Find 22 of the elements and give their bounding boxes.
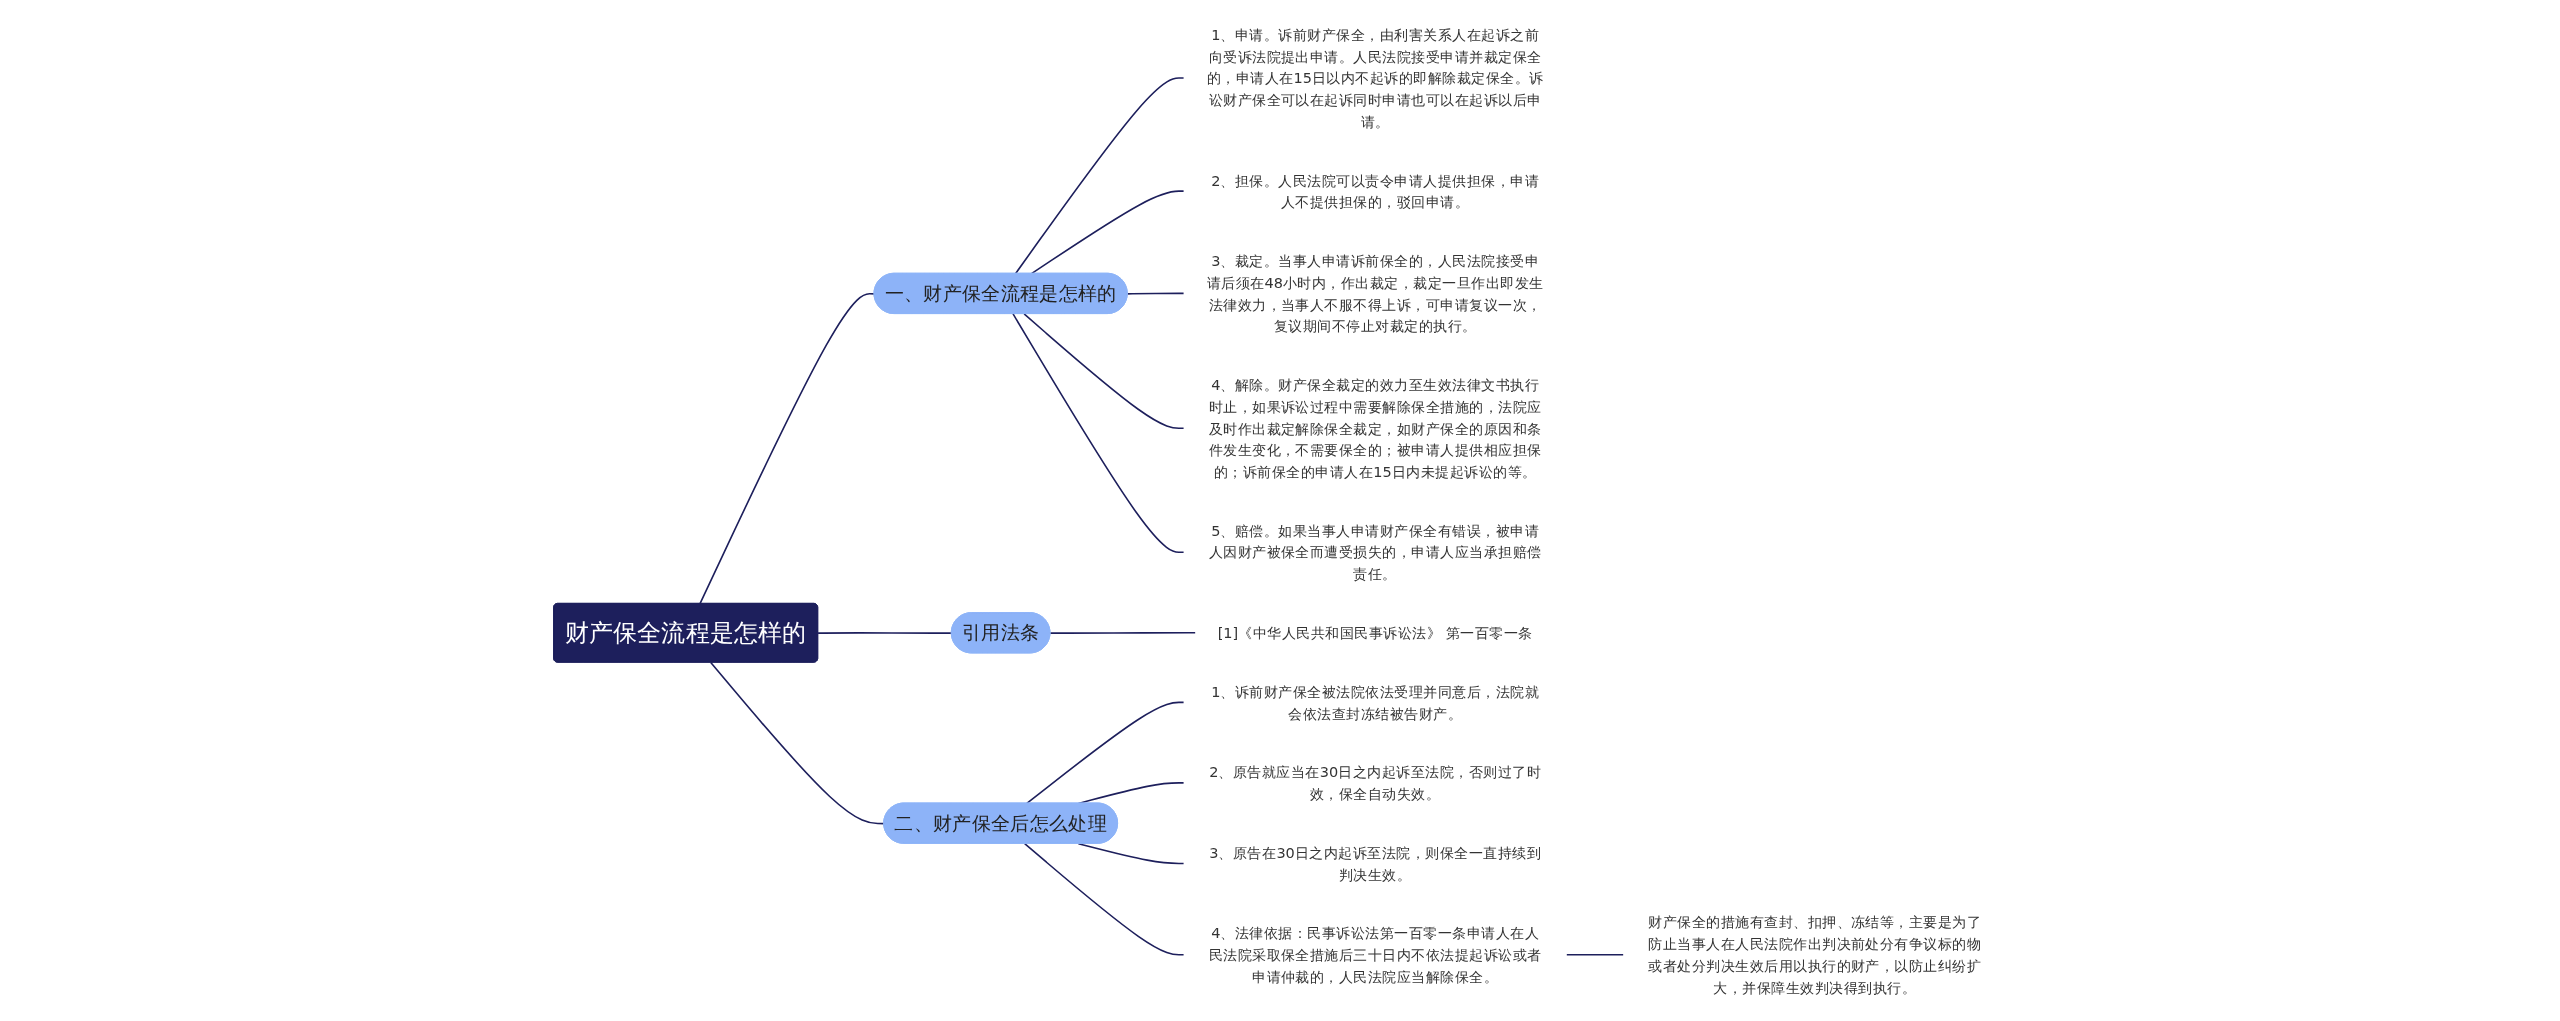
connector	[709, 661, 885, 824]
node-text: 财产保全的措施有查封、扣押、冻结等，主要是为了防止当事人在人民法院作出判决前处分有争议标的物或者处分判决生效后用以执行的财产，以防止纠纷扩大，并保障生效判决得到执行。	[1648, 913, 1982, 996]
node-text: 1、诉前财产保全被法院依法受理并同意后，法院就会依法查封冻结被告财产。	[1211, 682, 1540, 722]
connector	[1023, 842, 1185, 956]
node-text: 3、裁定。当事人申请诉前保全的，人民法院接受申请后须在48小时内，作出裁定，裁定一旦作出即发生法律效力，当事人不服不得上诉，可申请复议一次，复议期间不停止对裁定的执行。	[1206, 251, 1544, 334]
node-text: [1]《中华人民共和国民事诉讼法》 第一百零一条	[1217, 623, 1533, 641]
node-text: 2、原告就应当在30日之内起诉至法院，否则过了时效，保全自动失效。	[1209, 763, 1542, 802]
connector	[1077, 842, 1185, 864]
node-text: 3、原告在30日之内起诉至法院，则保全一直持续到判决生效。	[1209, 843, 1542, 883]
connector	[1026, 701, 1185, 804]
connector	[817, 631, 953, 634]
connector	[1566, 953, 1624, 956]
node-text: 2、担保。人民法院可以责令申请人提供担保，申请人不提供担保的，驳回申请。	[1211, 171, 1540, 210]
node-text: 4、解除。财产保全裁定的效力至生效法律文书执行时止，如果诉讼过程中需要解除保全措施的，法院应及时作出裁定解除保全裁定，如财产保全的原因和条件发生变化，不需要保全的；被申请人提供相应担保的；诉前保全的申请人在15日内未提起诉讼的等。	[1208, 375, 1542, 480]
connector	[1014, 76, 1185, 274]
connector	[1023, 312, 1185, 429]
node-text: 5、赔偿。如果当事人申请财产保全有错误，被申请人因财产被保全而遭受损失的，申请人应当承担赔偿责任。	[1208, 521, 1542, 582]
connector	[1126, 292, 1185, 295]
node-text: 1、申请。诉前财产保全，由利害关系人在起诉之前向受诉法院提出申请。人民法院接受申请并裁定保全的，申请人在15日以内不起诉的即解除裁定保全。诉讼财产保全可以在起诉同时申请也可以在起诉以后申请。	[1206, 25, 1544, 130]
connector	[1012, 312, 1185, 553]
node-text: 4、法律依据：民事诉讼法第一百零一条申请人在人民法院采取保全措施后三十日内不依法提起诉讼或者申请仲裁的，人民法院应当解除保全。	[1208, 924, 1542, 985]
connector	[1049, 631, 1196, 634]
